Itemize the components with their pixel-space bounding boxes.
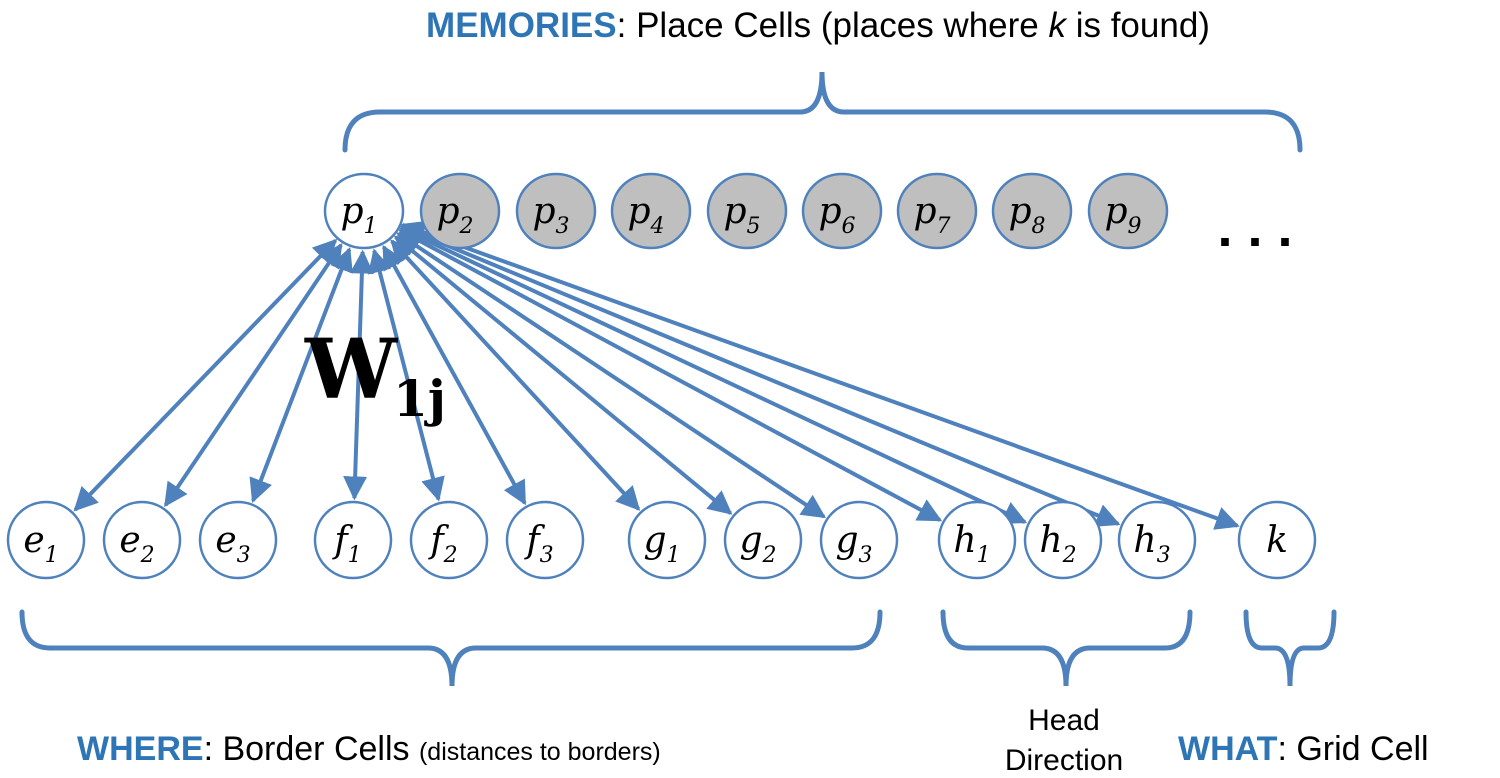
node-label: p1: [340, 191, 377, 239]
weight-label-sub: 1j: [393, 369, 446, 428]
node-circle: [505, 500, 585, 580]
head-direction-brace: [940, 609, 1193, 687]
node-circle: [801, 172, 883, 250]
place-cells-row: p1 p2 p3 p4 p5 p6 p7 p8 p9: [323, 172, 1169, 250]
what-text: : Grid Cell: [1277, 730, 1428, 768]
input-cell-node-e2: e2: [102, 500, 182, 580]
what-label: WHAT: Grid Cell: [1178, 730, 1429, 768]
input-cell-node-h2: h2: [1023, 500, 1103, 580]
node-label: p6: [818, 191, 855, 239]
input-cell-node-h3: h3: [1117, 500, 1197, 580]
weight-label: W1j: [304, 322, 446, 428]
node-label: e2: [119, 520, 154, 568]
top-brace: [342, 71, 1303, 153]
input-cell-node-g3: g3: [819, 500, 899, 580]
node-label: e3: [215, 520, 250, 568]
node-label: p8: [1008, 191, 1045, 239]
place-cell-node-p7: p7: [896, 172, 978, 250]
input-cell-node-h1: h1: [937, 500, 1017, 580]
where-label: WHERE: Border Cells (distances to border…: [77, 730, 661, 768]
head-direction-label-line2: Direction: [1005, 744, 1123, 777]
node-circle: [409, 500, 489, 580]
node-circle: [819, 500, 899, 580]
memories-title: MEMORIES: Place Cells (places where k is…: [426, 6, 1210, 45]
node-label: h3: [1133, 520, 1170, 568]
place-cell-node-p4: p4: [610, 172, 692, 250]
node-circle: [896, 172, 978, 250]
ellipsis: . . .: [1217, 198, 1292, 258]
node-label: e1: [23, 520, 58, 568]
input-cell-node-e1: e1: [6, 500, 86, 580]
weight-edges: [73, 220, 1240, 530]
node-circle: [610, 172, 692, 250]
where-brace: [19, 609, 883, 687]
input-cell-node-e3: e3: [198, 500, 278, 580]
weight-edge-p1-h3: [399, 223, 1121, 527]
input-cell-node-f1: f1: [313, 500, 393, 580]
what-keyword: WHAT: [1178, 730, 1278, 768]
node-circle: [198, 500, 278, 580]
weight-label-base: W: [304, 322, 399, 418]
memories-text: : Place Cells (places where: [617, 6, 1049, 45]
where-small: (distances to borders): [419, 738, 661, 766]
node-circle: [515, 172, 597, 250]
node-circle: [1237, 500, 1317, 580]
place-cell-node-p2: p2: [419, 172, 501, 250]
node-label: p3: [532, 191, 569, 239]
head-direction-label-line1: Head: [1028, 704, 1100, 737]
where-text: : Border Cells: [204, 730, 419, 768]
node-circle: [706, 172, 788, 250]
place-cell-node-p5: p5: [706, 172, 788, 250]
place-cell-node-p1: p1: [323, 172, 405, 250]
node-circle: [723, 500, 803, 580]
memories-end: is found): [1066, 6, 1210, 45]
node-circle: [1117, 500, 1197, 580]
node-label: p4: [627, 191, 664, 239]
input-cell-node-f3: f3: [505, 500, 585, 580]
weight-edge-p1-k: [400, 220, 1240, 530]
input-cell-node-f2: f2: [409, 500, 489, 580]
input-cell-node-g1: g1: [627, 500, 707, 580]
where-keyword: WHERE: [77, 730, 204, 768]
node-circle: [627, 500, 707, 580]
node-circle: [937, 500, 1017, 580]
input-cell-node-k: k: [1237, 500, 1317, 580]
what-brace: [1243, 609, 1337, 687]
place-cell-node-p6: p6: [801, 172, 883, 250]
node-label: g3: [835, 520, 872, 568]
input-cell-node-g2: g2: [723, 500, 803, 580]
node-circle: [419, 172, 501, 250]
place-cell-node-p3: p3: [515, 172, 597, 250]
node-circle: [1023, 500, 1103, 580]
weight-edge-p1-f1: [343, 249, 374, 501]
node-label: p2: [436, 191, 473, 239]
node-label: h1: [953, 520, 990, 568]
node-circle: [991, 172, 1073, 250]
place-cell-node-p8: p8: [991, 172, 1073, 250]
node-label: k: [1266, 520, 1288, 561]
memories-var: k: [1048, 6, 1067, 45]
memories-keyword: MEMORIES: [426, 6, 617, 45]
node-circle: [313, 500, 393, 580]
node-label: g2: [739, 520, 776, 568]
node-circle: [1087, 172, 1169, 250]
weight-edge-p1-e3: [249, 247, 353, 504]
node-label: p5: [723, 191, 760, 239]
weight-edge-p1-h1: [398, 228, 943, 522]
weight-edge-p1-h2: [398, 226, 1028, 524]
node-label: p9: [1104, 191, 1141, 239]
place-cell-node-p9: p9: [1087, 172, 1169, 250]
node-circle: [323, 172, 405, 250]
node-label: h2: [1039, 520, 1076, 568]
node-label: g1: [643, 520, 680, 568]
node-label: p7: [913, 191, 950, 239]
node-circle: [102, 500, 182, 580]
node-circle: [6, 500, 86, 580]
weight-edge-p1-e1: [73, 238, 338, 512]
